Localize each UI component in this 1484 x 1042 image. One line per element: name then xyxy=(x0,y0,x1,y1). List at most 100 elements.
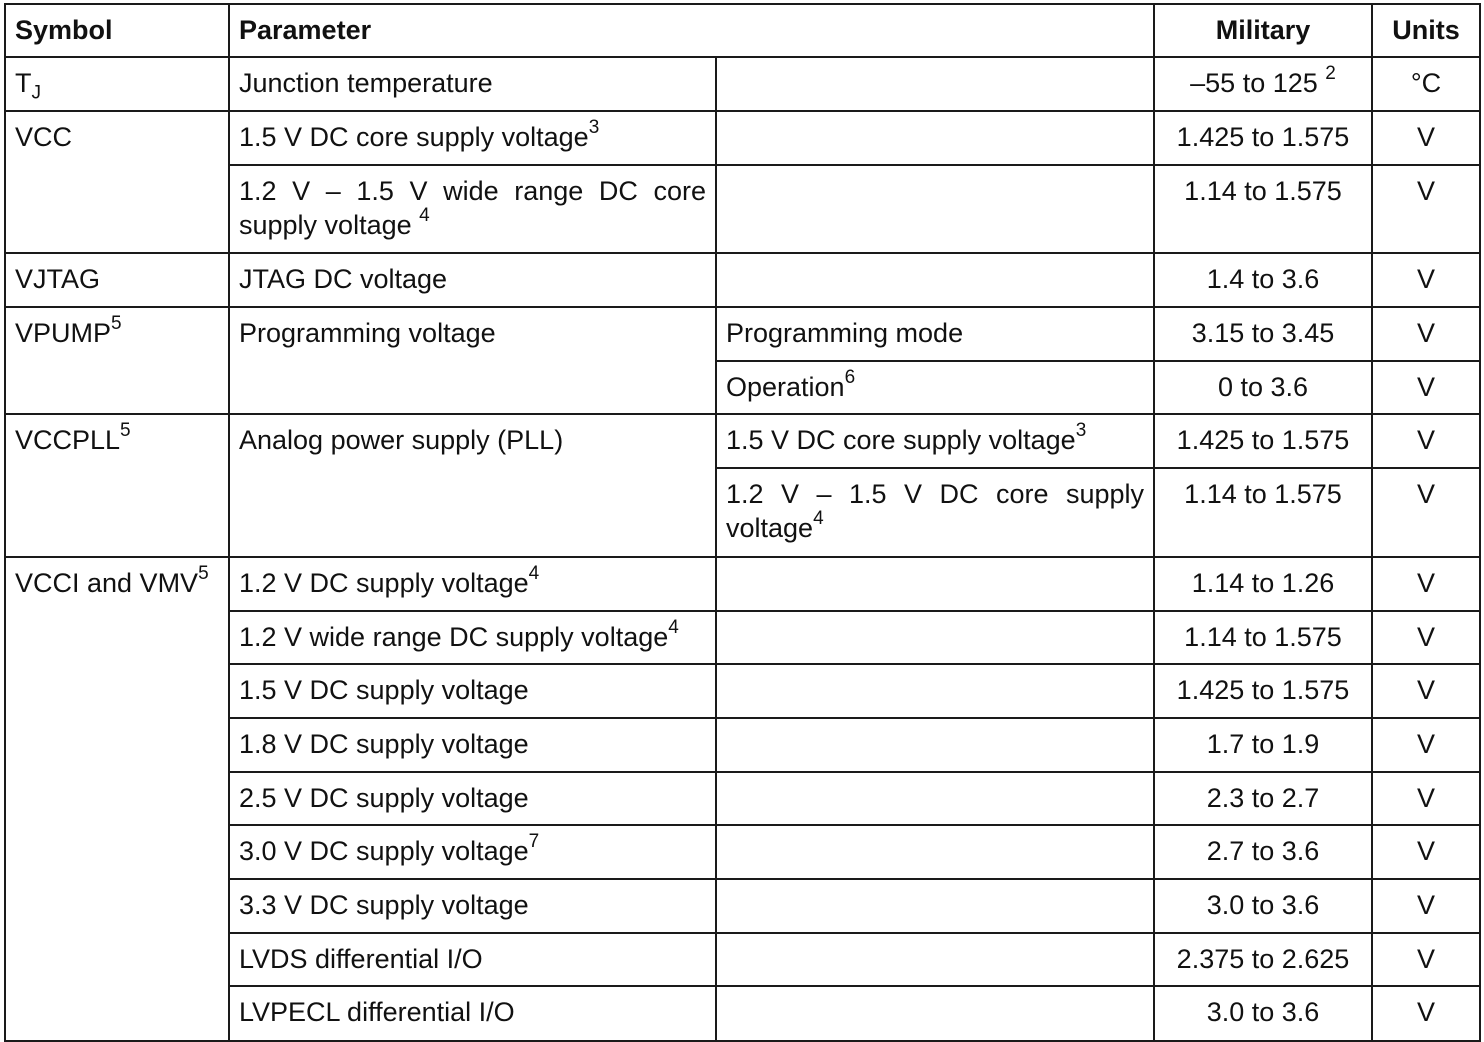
symbol-cell: VCCI and VMV5 xyxy=(4,556,230,1042)
condition-cell: 1.5 V DC core supply voltage3 xyxy=(715,413,1155,469)
parameter-cell: Analog power supply (PLL) xyxy=(228,413,717,558)
units-cell: V xyxy=(1371,360,1481,415)
military-cell: 1.14 to 1.26 xyxy=(1153,556,1373,612)
symbol-cell: VCCPLL5 xyxy=(4,413,230,558)
table-row-vcci-1: VCCI and VMV5 1.2 V DC supply voltage4 1… xyxy=(4,556,1481,1042)
table-row-vpump-2: Operation6 0 to 3.6 V xyxy=(5,360,1481,415)
condition-cell xyxy=(715,556,1155,612)
condition-cell xyxy=(715,663,1155,719)
units-cell: V xyxy=(1371,306,1481,362)
condition-cell xyxy=(715,252,1155,308)
units-cell: V xyxy=(1371,467,1481,558)
military-cell: 1.425 to 1.575 xyxy=(1153,663,1373,719)
units-cell: V xyxy=(1371,556,1481,612)
military-cell: 1.4 to 3.6 xyxy=(1153,252,1373,308)
parameter-text: 1.2 V DC supply voltage xyxy=(239,568,529,598)
symbol-text: VPUMP xyxy=(15,318,112,348)
symbol-text: VCCI and VMV xyxy=(15,568,199,598)
header-military: Military xyxy=(1153,3,1373,58)
parameter-cell: 3.3 V DC supply voltage xyxy=(228,878,717,934)
military-cell: 0 to 3.6 xyxy=(1153,360,1373,415)
footnote-ref: 3 xyxy=(588,117,600,138)
military-cell: 1.14 to 1.575 xyxy=(1153,610,1373,665)
parameter-cell: LVDS differential I/O xyxy=(228,932,717,987)
condition-cell xyxy=(715,56,1155,112)
condition-cell xyxy=(715,824,1155,880)
table-row-vccpll-1: VCCPLL5 Analog power supply (PLL) 1.5 V … xyxy=(4,413,1481,558)
units-cell: V xyxy=(1371,932,1481,987)
military-cell: 3.15 to 3.45 xyxy=(1153,306,1373,362)
units-cell: V xyxy=(1371,717,1481,773)
symbol-cell: VCC xyxy=(4,110,230,254)
table-row-vcc-1: VCC 1.5 V DC core supply voltage3 1.425 … xyxy=(4,110,1481,254)
operating-conditions-table: Symbol Parameter Military Units TJ Junct… xyxy=(4,3,1481,1042)
parameter-cell: Programming voltage xyxy=(228,306,717,415)
military-value: –55 to 125 xyxy=(1190,68,1318,98)
parameter-cell: JTAG DC voltage xyxy=(228,252,717,308)
condition-cell xyxy=(715,164,1155,254)
parameter-cell: 1.2 V – 1.5 V wide range DC core supply … xyxy=(228,164,717,254)
table-row-vjtag: VJTAG JTAG DC voltage 1.4 to 3.6 V xyxy=(4,252,1481,308)
table-row-vcc-2: 1.2 V – 1.5 V wide range DC core supply … xyxy=(5,164,1481,254)
table-row-vcci-7: 3.3 V DC supply voltage 3.0 to 3.6 V xyxy=(5,878,1481,934)
condition-cell xyxy=(715,717,1155,773)
footnote-ref: 4 xyxy=(528,563,540,584)
table-row-vcci-9: LVPECL differential I/O 3.0 to 3.6 V xyxy=(5,985,1481,1042)
table-row-vcci-3: 1.5 V DC supply voltage 1.425 to 1.575 V xyxy=(5,663,1481,719)
condition-text: Operation xyxy=(726,372,845,402)
units-cell: V xyxy=(1371,878,1481,934)
units-cell: V xyxy=(1371,985,1481,1042)
condition-cell xyxy=(715,610,1155,665)
footnote-ref: 2 xyxy=(1325,63,1336,84)
parameter-cell: Junction temperature xyxy=(228,56,717,112)
military-cell: 1.425 to 1.575 xyxy=(1153,110,1373,166)
parameter-cell: 1.5 V DC core supply voltage3 xyxy=(228,110,717,166)
condition-cell: Programming mode xyxy=(715,306,1155,362)
military-cell: 3.0 to 3.6 xyxy=(1153,878,1373,934)
footnote-ref: 4 xyxy=(419,205,430,226)
footnote-ref: 3 xyxy=(1075,420,1087,441)
units-cell: V xyxy=(1371,771,1481,826)
parameter-text: 1.5 V DC core supply voltage xyxy=(239,122,589,152)
condition-cell xyxy=(715,932,1155,987)
condition-cell xyxy=(715,771,1155,826)
parameter-text: 1.2 V – 1.5 V wide range DC core supply … xyxy=(239,176,706,240)
header-parameter: Parameter xyxy=(228,3,1155,58)
footnote-ref: 4 xyxy=(813,508,824,529)
table-row-vcci-5: 2.5 V DC supply voltage 2.3 to 2.7 V xyxy=(5,771,1481,826)
header-units: Units xyxy=(1371,3,1481,58)
units-cell: V xyxy=(1371,252,1481,308)
military-cell: 1.425 to 1.575 xyxy=(1153,413,1373,469)
parameter-cell: 1.5 V DC supply voltage xyxy=(228,663,717,719)
symbol-text: T xyxy=(15,68,32,98)
condition-text: 1.5 V DC core supply voltage xyxy=(726,425,1076,455)
units-cell: V xyxy=(1371,663,1481,719)
parameter-cell: 1.2 V wide range DC supply voltage4 xyxy=(228,610,717,665)
footnote-ref: 7 xyxy=(528,831,540,852)
units-cell: °C xyxy=(1371,56,1481,112)
symbol-cell: VPUMP5 xyxy=(4,306,230,415)
military-cell: 1.7 to 1.9 xyxy=(1153,717,1373,773)
parameter-text: 3.0 V DC supply voltage xyxy=(239,836,529,866)
military-cell: 1.14 to 1.575 xyxy=(1153,164,1373,254)
military-cell: 1.14 to 1.575 xyxy=(1153,467,1373,558)
symbol-subscript: J xyxy=(31,82,42,104)
military-cell: 2.7 to 3.6 xyxy=(1153,824,1373,880)
symbol-cell: TJ xyxy=(4,56,230,112)
condition-cell xyxy=(715,878,1155,934)
condition-cell xyxy=(715,985,1155,1042)
units-cell: V xyxy=(1371,413,1481,469)
footnote-ref: 5 xyxy=(120,420,131,441)
table-row-vcci-6: 3.0 V DC supply voltage7 2.7 to 3.6 V xyxy=(5,824,1481,880)
table-row-vcci-8: LVDS differential I/O 2.375 to 2.625 V xyxy=(5,932,1481,987)
units-cell: V xyxy=(1371,610,1481,665)
footnote-ref: 5 xyxy=(198,563,209,584)
parameter-text: 1.2 V wide range DC supply voltage xyxy=(239,622,669,652)
footnote-ref: 4 xyxy=(668,617,679,638)
condition-cell xyxy=(715,110,1155,166)
units-cell: V xyxy=(1371,164,1481,254)
symbol-text: VCCPLL xyxy=(15,425,121,455)
symbol-cell: VJTAG xyxy=(4,252,230,308)
military-cell: –55 to 125 2 xyxy=(1153,56,1373,112)
footnote-ref: 5 xyxy=(111,313,122,334)
